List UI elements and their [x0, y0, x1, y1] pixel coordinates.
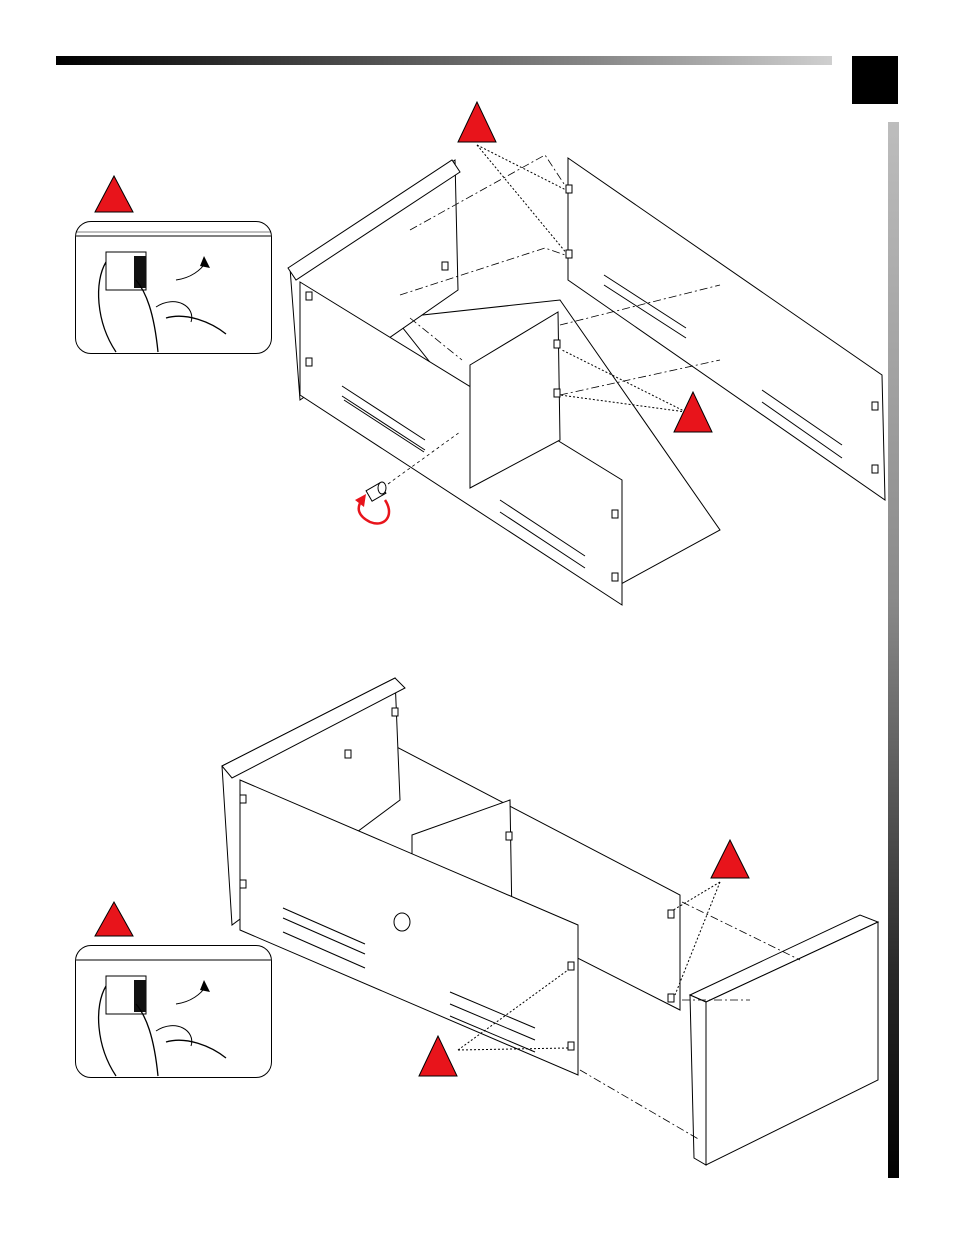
cam-lock-icon: [394, 913, 410, 931]
warning-triangle-icon: [674, 392, 712, 432]
step-bottom-figure: [0, 640, 954, 1180]
exploded-cabinet-drawing-bottom: [0, 640, 954, 1180]
warning-triangle-icon: [419, 1036, 457, 1076]
exploded-cabinet-drawing-top: [0, 0, 954, 620]
warning-triangle-icon: [458, 102, 496, 142]
warning-triangle-icon: [711, 840, 749, 878]
step-top-figure: [0, 0, 954, 620]
